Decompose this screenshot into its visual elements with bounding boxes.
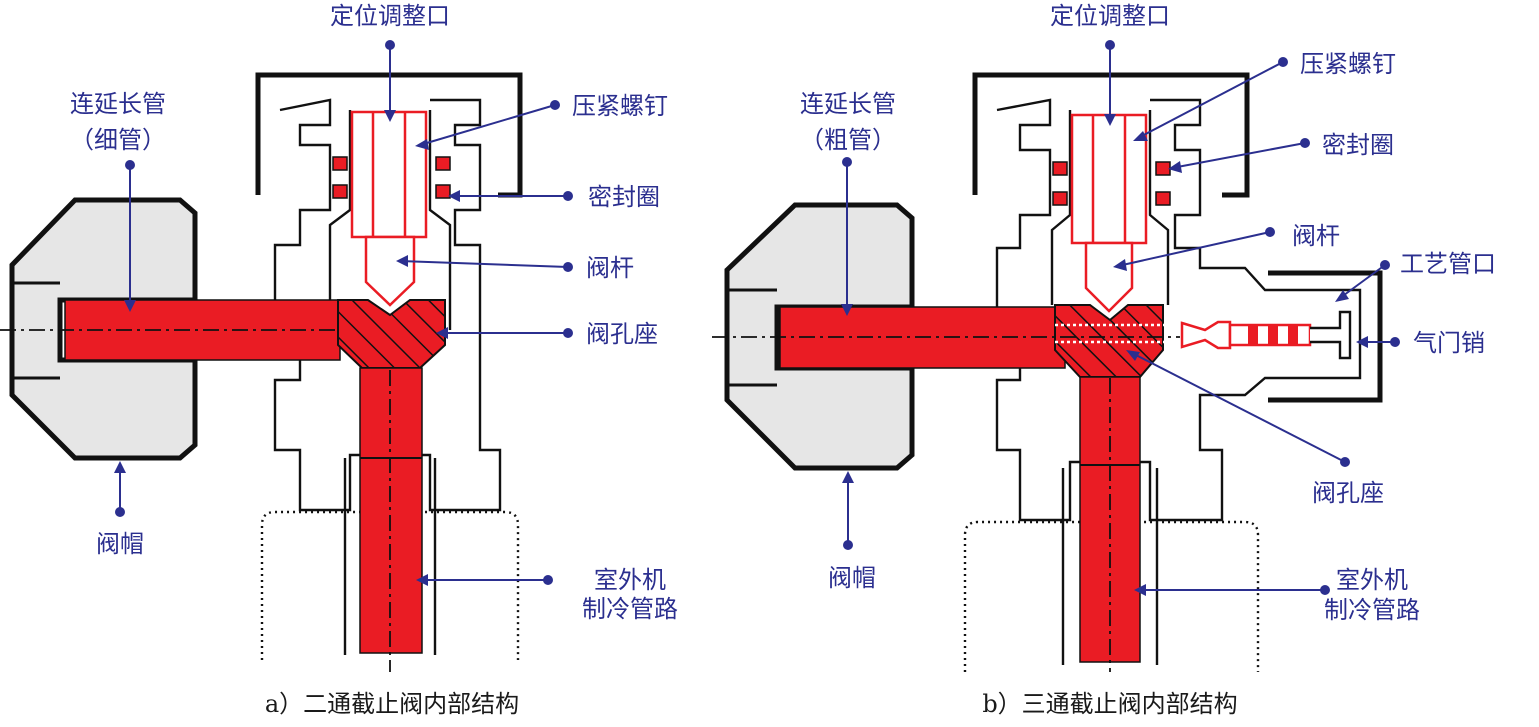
left-annotations <box>114 40 573 586</box>
left-valve-body <box>273 98 502 512</box>
left-label-compression-screw: 压紧螺钉 <box>572 92 668 120</box>
right-inner-bore <box>1050 110 1170 305</box>
left-seal-ring-3 <box>435 156 451 171</box>
right-valve-stem <box>1084 241 1134 313</box>
left-label-valve-seat: 阀孔座 <box>586 320 658 348</box>
left-valve-seat <box>337 299 446 369</box>
right-valve-cap-nut <box>724 202 915 471</box>
left-label-valve-stem: 阀杆 <box>586 254 634 282</box>
right-label-outdoor-pipe-2: 制冷管路 <box>1324 596 1420 624</box>
left-label-extension-pipe-1: 连延长管 <box>70 90 166 118</box>
left-compression-screw <box>350 110 428 239</box>
right-label-valve-stem: 阀杆 <box>1292 222 1340 250</box>
right-compression-screw <box>1070 113 1148 245</box>
left-seal-ring-1 <box>332 156 348 171</box>
right-label-extension-pipe-2: （粗管） <box>800 126 896 154</box>
right-valve-pin <box>1180 320 1312 350</box>
right-label-process-port: 工艺管口 <box>1400 250 1496 278</box>
left-label-seal-ring: 密封圈 <box>588 183 660 211</box>
left-lower-tube <box>343 458 437 655</box>
left-label-outdoor-pipe-2: 制冷管路 <box>582 595 678 623</box>
right-pin-stem <box>1310 310 1352 360</box>
right-label-seal-ring: 密封圈 <box>1322 131 1394 159</box>
right-label-outdoor-pipe-1: 室外机 <box>1336 566 1408 594</box>
left-seal-ring-2 <box>332 184 348 199</box>
right-label-valve-seat: 阀孔座 <box>1312 479 1384 507</box>
left-label-extension-pipe-2: （细管） <box>70 126 166 154</box>
right-seal-ring-3 <box>1155 161 1171 176</box>
right-seal-ring-1 <box>1052 161 1068 176</box>
right-label-extension-pipe-1: 连延长管 <box>800 90 896 118</box>
right-top-cap <box>972 72 1250 198</box>
right-label-valve-pin: 气门销 <box>1413 329 1485 357</box>
left-label-positioning-port: 定位调整口 <box>330 2 450 30</box>
three-way-valve-diagram: 定位调整口 连延长管 （粗管） 压紧螺钉 密封圈 阀杆 工艺管口 气门销 阀孔座… <box>712 2 1496 718</box>
right-seal-ring-4 <box>1155 191 1171 206</box>
right-caption: b）三通截止阀内部结构 <box>982 690 1237 718</box>
left-inner-bore <box>328 110 452 330</box>
left-caption: a）二通截止阀内部结构 <box>265 690 519 718</box>
left-valve-cap-nut <box>9 197 198 461</box>
right-label-positioning-port: 定位调整口 <box>1050 2 1170 30</box>
left-valve-stem <box>364 235 416 307</box>
two-way-valve-diagram: 定位调整口 连延长管 （细管） 压紧螺钉 密封圈 阀杆 阀孔座 阀帽 室外机 制… <box>0 2 678 718</box>
right-lower-tube <box>1061 468 1159 665</box>
left-label-outdoor-pipe-1: 室外机 <box>594 566 666 594</box>
right-process-port-cap <box>1268 270 1383 403</box>
left-seal-ring-4 <box>435 184 451 199</box>
right-seal-ring-2 <box>1052 191 1068 206</box>
left-label-valve-cap: 阀帽 <box>96 530 144 558</box>
right-label-compression-screw: 压紧螺钉 <box>1300 50 1396 78</box>
right-label-valve-cap: 阀帽 <box>828 564 876 592</box>
right-annotations <box>841 40 1400 596</box>
left-outdoor-pipe <box>359 367 423 654</box>
